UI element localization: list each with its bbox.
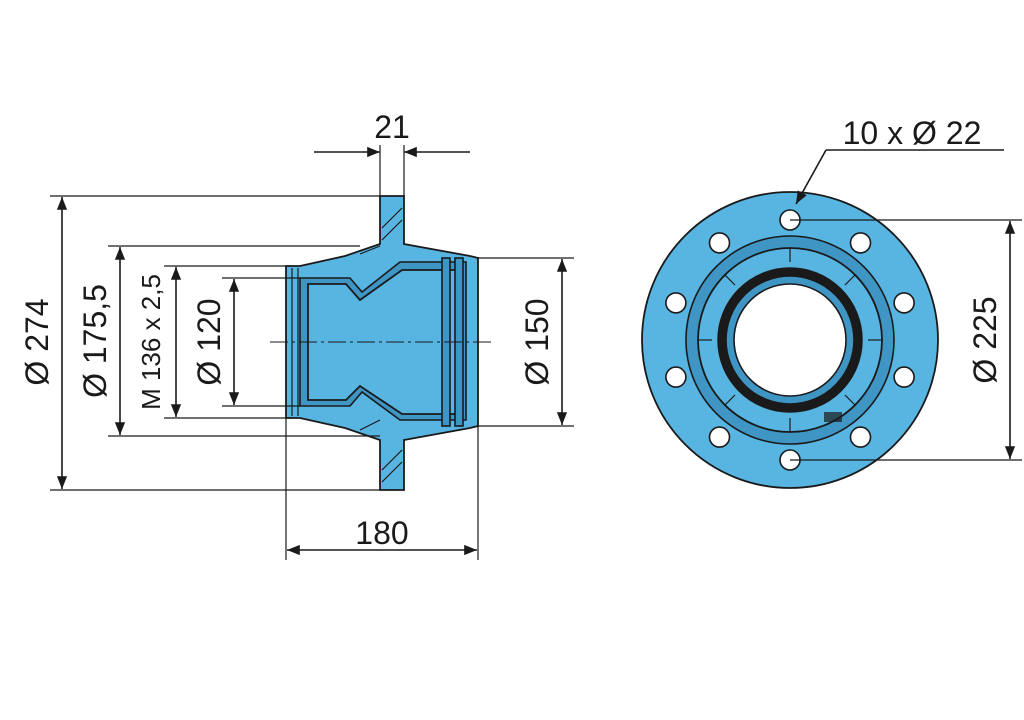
bolt-hole [893,292,915,314]
side-view [270,195,492,491]
dim-bolt-holes-label: 10 x Ø 22 [843,115,982,151]
dim-bore-diameter: Ø 120 [191,277,300,407]
dim-bolt-circle: Ø 225 [790,219,1022,461]
front-view [641,191,939,489]
dim-bolt-circle-label: Ø 225 [967,296,1003,383]
bolt-holes [665,209,915,471]
dim-seat-diameter: Ø 150 [478,257,574,427]
dim-hub-length: 180 [285,418,479,560]
center-bore [733,283,847,397]
dim-thread: M 136 x 2,5 [136,265,292,419]
bolt-hole [665,366,687,388]
hub-ribs [698,248,882,432]
dim-hub-length-label: 180 [355,515,408,551]
dim-outer-diameter: Ø 274 [19,195,380,491]
dim-flange-width-label: 21 [374,109,410,145]
logo-mark [824,412,842,422]
dim-flange-width: 21 [314,109,470,196]
dim-bolt-holes: 10 x Ø 22 [795,115,1004,205]
bolt-hole [708,232,731,254]
flange-hatch [359,207,403,483]
dim-seat-diameter-label: Ø 150 [519,298,555,385]
dim-thread-label: M 136 x 2,5 [136,274,166,410]
bolt-hole [893,366,915,388]
bolt-hole [849,426,872,448]
dim-outer-diameter-label: Ø 274 [19,298,55,385]
dim-bore-diameter-label: Ø 120 [191,298,227,385]
bolt-hole [708,426,731,448]
bolt-hole [665,292,687,314]
bolt-hole [849,232,872,254]
dim-inner-diameter: Ø 175,5 [77,245,380,437]
dim-inner-diameter-label: Ø 175,5 [77,284,113,398]
